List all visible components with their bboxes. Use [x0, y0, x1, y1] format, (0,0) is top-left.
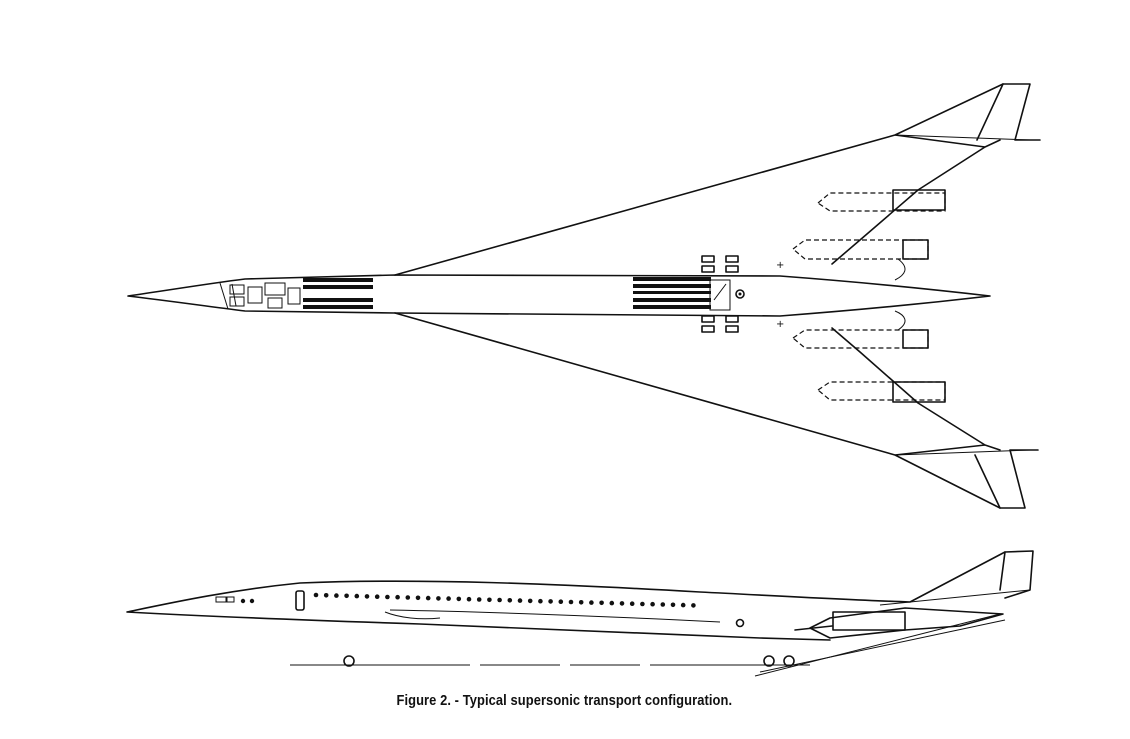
- cabin-window: [660, 602, 666, 607]
- cabin-window: [538, 598, 543, 604]
- cabin-window: [405, 595, 411, 600]
- side-fuselage: [126, 550, 1034, 641]
- figure-caption: Figure 2. - Typical supersonic transport…: [396, 692, 733, 709]
- svg-text:+: +: [776, 260, 784, 271]
- main-gear-bays: [701, 255, 739, 333]
- cabin-window: [507, 598, 513, 603]
- cabin-window: [619, 601, 625, 606]
- cabin-window: [578, 600, 584, 605]
- cabin-window: [568, 599, 574, 605]
- cabin-window: [650, 601, 655, 607]
- cabin-window: [527, 598, 533, 604]
- fuselage-outline: [127, 274, 991, 317]
- cabin-window: [691, 603, 696, 608]
- cabin-window: [487, 597, 492, 603]
- cabin-window: [476, 597, 482, 602]
- cabin-window: [497, 597, 502, 603]
- forward-cabin: [229, 282, 301, 309]
- cabin-window: [517, 598, 523, 603]
- cabin-window: [548, 599, 553, 604]
- plan-view: + +: [127, 83, 1041, 509]
- main-gear-wheel-2: [783, 655, 795, 667]
- forward-seating: [303, 278, 373, 309]
- cabin-window: [323, 593, 329, 598]
- cabin-window: [395, 594, 400, 600]
- cabin-window: [425, 595, 431, 601]
- cabin-window: [599, 600, 604, 606]
- cabin-window: [436, 596, 441, 601]
- engine-pod-1: [816, 189, 946, 212]
- cabin-window: [354, 593, 360, 599]
- nose-gear-wheel: [343, 655, 355, 667]
- cabin-window: [446, 596, 451, 601]
- cabin-window: [629, 601, 635, 606]
- cabin-window: [415, 595, 421, 601]
- cabin-window: [385, 594, 390, 600]
- lower-wing: [394, 312, 1039, 509]
- ground-line: [290, 613, 1006, 677]
- engine-pod-3: [791, 310, 929, 349]
- upper-wing: [394, 83, 1041, 276]
- cabin-window: [640, 601, 645, 607]
- engine-pod-4: [816, 381, 946, 403]
- cabin-windows: [313, 592, 696, 608]
- cabin-window: [364, 594, 370, 599]
- cabin-window: [558, 599, 564, 604]
- cabin-window: [609, 600, 615, 606]
- cabin-window: [313, 592, 319, 598]
- side-view: [126, 550, 1034, 677]
- cabin-window: [456, 596, 462, 602]
- cabin-window: [374, 594, 380, 599]
- cabin-window: [680, 602, 686, 608]
- aft-seating: [633, 277, 731, 311]
- cabin-window: [466, 596, 472, 602]
- engine-pod-2: [792, 239, 929, 281]
- side-engine: [794, 607, 1004, 639]
- cabin-window: [334, 593, 339, 598]
- svg-text:+: +: [776, 319, 784, 330]
- cabin-window: [589, 600, 594, 605]
- main-gear-wheel: [763, 655, 775, 667]
- cabin-window: [344, 593, 349, 599]
- cabin-window: [670, 602, 676, 608]
